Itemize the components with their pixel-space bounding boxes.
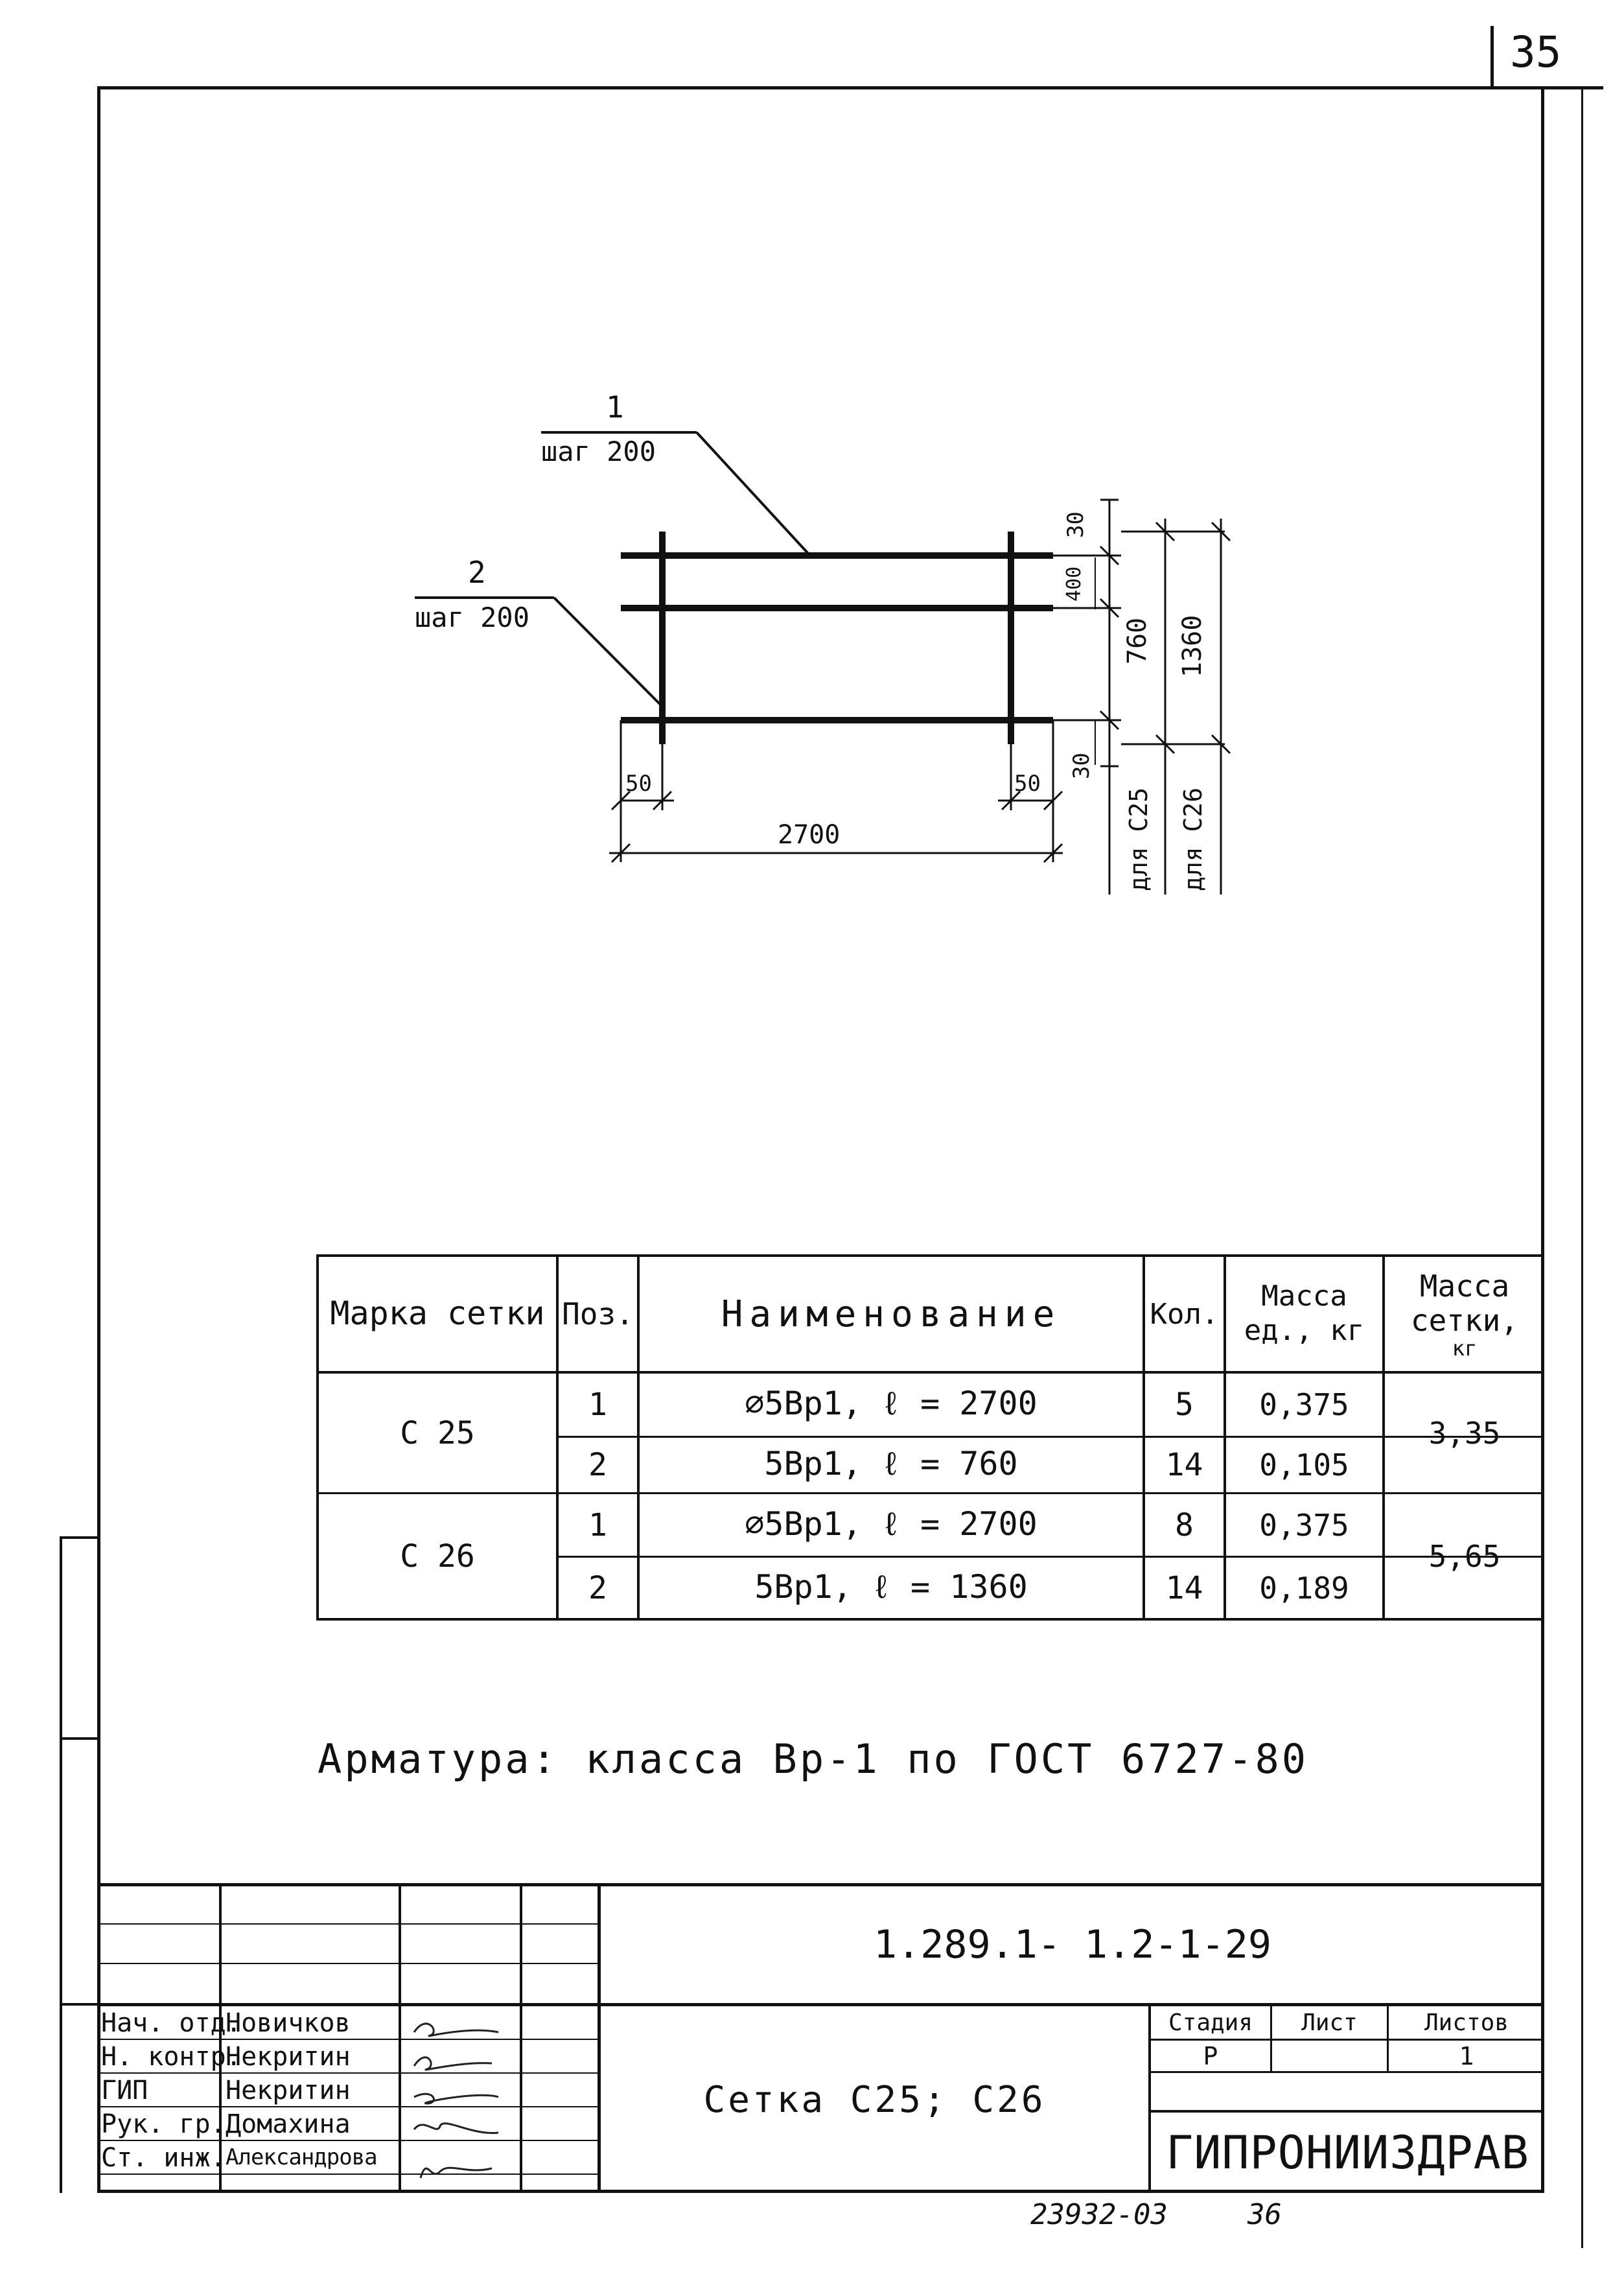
- c25-row2-mass: 0,105: [1259, 1447, 1349, 1482]
- doc-code: 1.289.1- 1.2-1-29: [873, 1922, 1272, 1967]
- header-name: Наименование: [721, 1293, 1061, 1335]
- margin-stamp-divider-2: [60, 2003, 99, 2006]
- c26-row2-name: 5Вр1, ℓ = 1360: [754, 1567, 1028, 1606]
- c26-row1-qty: 8: [1175, 1506, 1194, 1543]
- signer-name: Новичков: [226, 2008, 351, 2038]
- c25-row1-qty: 5: [1175, 1387, 1194, 1423]
- signer-role: Рук. гр.: [101, 2109, 226, 2139]
- note-c25: для С25: [1124, 787, 1153, 891]
- c25-row2-pos: 2: [588, 1447, 607, 1483]
- c25-row1-mass: 0,375: [1259, 1387, 1349, 1422]
- margin-stamp-divider-1: [60, 1737, 99, 1740]
- doc-title: Сетка С25; С26: [703, 2078, 1046, 2121]
- frame-right-double: [1581, 89, 1583, 2248]
- c25-row1-name: ∅5Вр1, ℓ = 2700: [745, 1385, 1038, 1422]
- c26-row1-name: ∅5Вр1, ℓ = 2700: [745, 1505, 1038, 1543]
- dim-2700: 2700: [778, 820, 841, 850]
- header-mass-mesh-text: Масса сетки,: [1410, 1269, 1519, 1338]
- header-mass-mesh-unit: кг: [1452, 1335, 1478, 1361]
- title-divider: [1148, 2003, 1151, 2193]
- archive-page: 36: [1247, 2198, 1282, 2231]
- organization: ГИПРОНИИЗДРАВ: [1166, 2126, 1529, 2179]
- signatures: [413, 2022, 499, 2179]
- group-c25-mark: С 25: [400, 1414, 475, 1451]
- group-c26-mass: 5,65: [1428, 1538, 1501, 1574]
- group-c26-mark: С 26: [400, 1538, 475, 1575]
- sheet-value: [1272, 2041, 1387, 2071]
- c26-row2-mass: 0,189: [1259, 1570, 1349, 1606]
- dim-760: 760: [1122, 617, 1152, 664]
- signer-role: Н. контр.: [101, 2042, 242, 2072]
- archive-number: 23932-03: [1030, 2198, 1168, 2231]
- sheets-header: Листов: [1424, 2009, 1509, 2036]
- sheet-number-box-bottom: [1491, 86, 1603, 89]
- pos2-step: шаг 200: [415, 602, 530, 633]
- signer-role: Ст. инж.: [101, 2143, 226, 2173]
- drawing-frame: [97, 86, 1544, 2193]
- c26-row2-qty: 14: [1165, 1569, 1203, 1606]
- group-c25-mass: 3,35: [1428, 1415, 1501, 1451]
- dim-50-right: 50: [1014, 771, 1041, 797]
- c25-row2-name: 5Вр1, ℓ = 760: [764, 1445, 1018, 1482]
- pos1-step: шаг 200: [541, 436, 656, 467]
- title-block: 1.289.1- 1.2-1-29 Сетка С25; С26 Стадия …: [97, 1883, 1544, 2193]
- sheet-header: Лист: [1301, 2009, 1358, 2036]
- dim-30-bottom: 30: [1069, 753, 1095, 779]
- dim-400: 400: [1063, 566, 1085, 602]
- signer-name: Некритин: [226, 2042, 351, 2072]
- stage-value: Р: [1203, 2041, 1218, 2070]
- c26-row1-pos: 1: [588, 1506, 607, 1543]
- sheet-number: 35: [1510, 27, 1562, 77]
- c26-row2-pos: 2: [588, 1569, 607, 1606]
- signer-name: Некритин: [226, 2076, 351, 2105]
- signer-role: Нач. отд.: [101, 2008, 242, 2038]
- dim-1360: 1360: [1177, 615, 1207, 677]
- dim-30-top: 30: [1063, 511, 1089, 538]
- header-pos: Поз.: [562, 1296, 634, 1331]
- leader-pos1: [695, 431, 811, 557]
- reinforcement-note: Арматура: класса Вр-1 по ГОСТ 6727-80: [318, 1735, 1309, 1783]
- sheet-number-box-left: [1491, 26, 1494, 89]
- signer-name: Домахина: [226, 2109, 351, 2139]
- c25-row1-pos: 1: [588, 1387, 607, 1423]
- header-mass-unit: Масса ед., кг: [1244, 1280, 1365, 1347]
- pos2-label: 2: [468, 555, 486, 590]
- pos1-label: 1: [606, 390, 624, 425]
- note-c26: для С26: [1179, 787, 1207, 891]
- dim-50-left: 50: [625, 771, 652, 797]
- mesh-drawing: [415, 431, 1231, 895]
- sheets-value: 1: [1459, 2041, 1474, 2070]
- header-mark: Марка сетки: [330, 1295, 545, 1333]
- margin-stamp-box: [60, 1536, 99, 2193]
- c25-row2-qty: 14: [1165, 1447, 1203, 1483]
- stage-header: Стадия: [1168, 2009, 1253, 2036]
- signer-name: Александрова: [226, 2144, 378, 2170]
- c26-row1-mass: 0,375: [1259, 1507, 1349, 1543]
- header-qty: Кол.: [1150, 1297, 1219, 1331]
- signer-role: ГИП: [101, 2076, 148, 2105]
- header-mass-mesh: Масса сетки, кг: [1385, 1257, 1544, 1371]
- leader-pos2: [553, 596, 664, 708]
- spec-table: Марка сетки Поз. Наименование Кол. Масса…: [316, 1254, 1544, 1621]
